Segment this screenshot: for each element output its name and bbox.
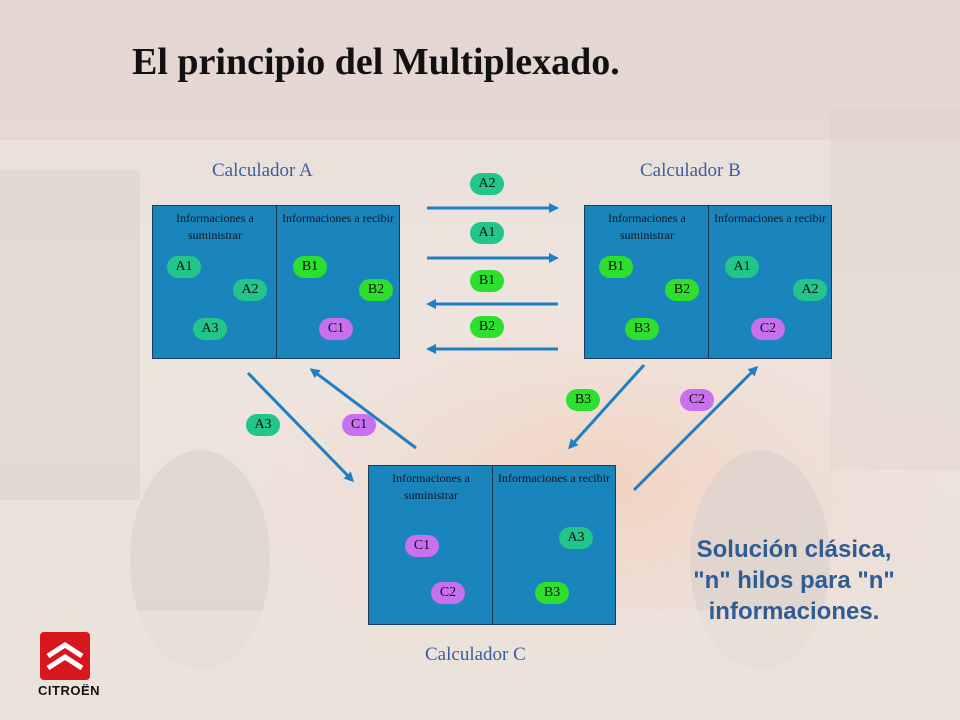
- signal-badge: B2: [359, 279, 393, 301]
- transfer-badge: C2: [680, 389, 714, 411]
- calculator-c-box: Informaciones a suministrar Informacione…: [368, 465, 616, 625]
- signal-badge: C1: [319, 318, 353, 340]
- calculator-a-label: Calculador A: [212, 160, 313, 181]
- transfer-badge: A2: [470, 173, 504, 195]
- signal-badge: C2: [431, 582, 465, 604]
- solution-line: "n" hilos para "n": [693, 567, 895, 594]
- solution-line: Solución clásica,: [696, 536, 892, 563]
- signal-badge: A3: [559, 527, 593, 549]
- transfer-badge: B1: [470, 270, 504, 292]
- calculator-a-box: Informaciones a suministrar Informacione…: [152, 205, 400, 359]
- transfer-badge: A1: [470, 222, 504, 244]
- supply-header: Informaciones a suministrar: [176, 211, 254, 242]
- box-divider: [276, 206, 277, 358]
- signal-badge: A2: [793, 279, 827, 301]
- signal-badge: B3: [625, 318, 659, 340]
- signal-badge: C2: [751, 318, 785, 340]
- box-divider: [492, 466, 493, 624]
- signal-badge: C1: [405, 535, 439, 557]
- signal-badge: B1: [599, 256, 633, 278]
- transfer-badge: B3: [566, 389, 600, 411]
- transfer-badge: B2: [470, 316, 504, 338]
- solution-note: Solución clásica, "n" hilos para "n" inf…: [648, 534, 940, 627]
- receive-header: Informaciones a recibir: [714, 211, 826, 225]
- signal-badge: B3: [535, 582, 569, 604]
- solution-line: informaciones.: [708, 598, 880, 625]
- box-divider: [708, 206, 709, 358]
- citroen-logo-icon: [40, 632, 90, 680]
- supply-header: Informaciones a suministrar: [608, 211, 686, 242]
- signal-badge: A2: [233, 279, 267, 301]
- calculator-b-label: Calculador B: [640, 160, 741, 181]
- calculator-b-box: Informaciones a suministrar Informacione…: [584, 205, 832, 359]
- supply-header: Informaciones a suministrar: [392, 471, 470, 502]
- signal-badge: A3: [193, 318, 227, 340]
- transfer-badge: C1: [342, 414, 376, 436]
- receive-header: Informaciones a recibir: [282, 211, 394, 225]
- page-title: El principio del Multiplexado.: [132, 41, 620, 83]
- signal-badge: B2: [665, 279, 699, 301]
- signal-badge: A1: [167, 256, 201, 278]
- receive-header: Informaciones a recibir: [498, 471, 610, 485]
- signal-badge: B1: [293, 256, 327, 278]
- calculator-c-label: Calculador C: [425, 644, 526, 665]
- signal-badge: A1: [725, 256, 759, 278]
- transfer-badge: A3: [246, 414, 280, 436]
- brand-name: CITROËN: [38, 683, 100, 698]
